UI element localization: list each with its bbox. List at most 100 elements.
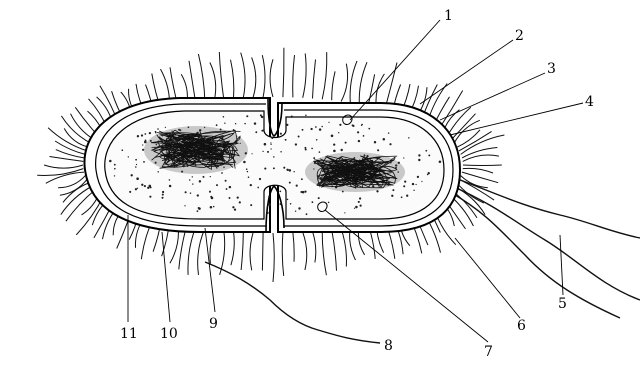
flagellum-bottom: [205, 262, 380, 343]
label-7: 7: [484, 344, 493, 360]
pilus: [252, 57, 256, 97]
pilus: [293, 55, 295, 97]
granule: [237, 196, 239, 198]
granule: [192, 176, 193, 177]
pilus: [210, 63, 216, 101]
granule: [262, 129, 264, 131]
granule: [189, 179, 191, 181]
flagellum-right-2: [452, 186, 640, 300]
granule: [226, 188, 228, 190]
pilus: [44, 165, 83, 168]
granule: [421, 181, 422, 182]
granule: [355, 206, 358, 209]
granule: [357, 131, 359, 133]
granule: [305, 148, 307, 150]
pilus: [350, 61, 357, 103]
granule: [114, 168, 116, 170]
granule: [185, 191, 187, 193]
granule: [403, 185, 405, 187]
granule: [406, 195, 408, 197]
pilus: [231, 60, 234, 99]
label-6: 6: [517, 318, 526, 334]
granule: [318, 197, 320, 199]
pilus: [56, 150, 84, 158]
granule: [439, 161, 442, 164]
granule: [142, 149, 144, 151]
pilus: [262, 233, 263, 271]
pilus: [189, 61, 196, 103]
granule: [141, 134, 143, 136]
granule: [338, 132, 339, 133]
pilus: [282, 233, 283, 276]
granule: [363, 135, 365, 137]
granule: [267, 151, 269, 153]
pilus: [64, 128, 89, 147]
granule: [203, 176, 205, 178]
granule: [223, 116, 225, 118]
granule: [261, 116, 263, 118]
granule: [161, 197, 163, 199]
nucleoid-right: [305, 152, 405, 192]
pilus: [462, 148, 497, 158]
granule: [137, 188, 138, 189]
granule: [344, 212, 345, 213]
granule: [295, 143, 297, 145]
granule: [149, 185, 152, 188]
granule: [229, 186, 231, 188]
granule: [319, 128, 321, 130]
pilus: [322, 52, 327, 99]
granule: [412, 183, 414, 185]
label-3: 3: [547, 61, 556, 77]
pilus: [341, 229, 346, 267]
pilus: [303, 232, 307, 270]
granule: [300, 191, 302, 193]
granule: [192, 183, 193, 184]
pilus: [368, 74, 375, 106]
granule: [121, 149, 123, 151]
pilus: [55, 141, 85, 154]
granule: [198, 207, 201, 210]
pilus: [219, 52, 224, 99]
pilus: [293, 233, 294, 262]
granule: [268, 196, 269, 197]
granule: [368, 128, 370, 130]
granule: [247, 171, 248, 172]
pilus: [241, 232, 243, 270]
granule: [109, 160, 112, 163]
granule: [319, 151, 321, 153]
pilus: [322, 231, 326, 276]
granule: [298, 207, 300, 209]
granule: [391, 195, 393, 197]
granule: [269, 203, 272, 206]
granule: [165, 127, 166, 128]
granule: [289, 182, 291, 184]
granule: [358, 201, 360, 203]
granule: [280, 151, 282, 153]
label-5: 5: [558, 296, 567, 312]
granule: [311, 148, 313, 150]
label-8: 8: [384, 338, 393, 354]
pilus: [273, 233, 274, 282]
granule: [304, 147, 306, 149]
granule: [251, 153, 252, 154]
granule: [216, 124, 218, 126]
granule: [404, 181, 406, 183]
granule: [169, 179, 171, 181]
pilus: [283, 48, 284, 97]
label-11: 11: [120, 326, 138, 342]
granule: [157, 171, 158, 172]
granule: [259, 178, 261, 180]
granule: [114, 175, 115, 176]
granule: [315, 126, 317, 128]
granule: [135, 159, 137, 161]
label-4: 4: [585, 94, 594, 110]
leader-2: [420, 40, 513, 104]
leader-10: [162, 232, 170, 322]
granule: [210, 206, 213, 209]
granule: [302, 129, 304, 131]
granule: [248, 176, 250, 178]
granule: [149, 196, 151, 198]
granule: [401, 196, 403, 198]
granule: [383, 138, 386, 141]
granule: [280, 203, 282, 205]
